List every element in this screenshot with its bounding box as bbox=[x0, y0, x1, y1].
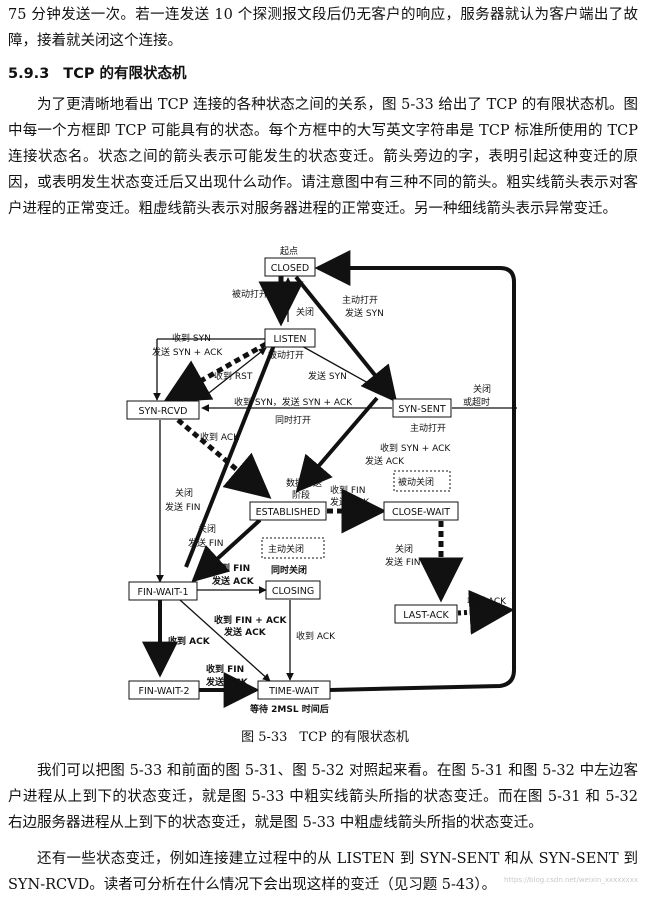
label-recv-ack-4: 收到 ACK bbox=[296, 630, 336, 642]
description-paragraph: 为了更清晰地看出 TCP 连接的各种状态之间的关系，图 5-33 给出了 TCP… bbox=[8, 97, 638, 217]
state-last-ack: LAST-ACK bbox=[403, 610, 449, 621]
section-heading: 5.9.3 TCP 的有限状态机 bbox=[8, 62, 187, 83]
label-send-fin-2: 发送 FIN bbox=[188, 537, 223, 549]
label-recv-fin-1: 收到 FIN bbox=[330, 484, 365, 496]
label-recv-ack-3: 收到 ACK bbox=[168, 635, 211, 647]
label-recv-fin-2: 收到 FIN bbox=[212, 562, 250, 574]
state-close-wait: CLOSE-WAIT bbox=[392, 507, 450, 518]
passive-close-frame bbox=[393, 470, 451, 492]
label-active-open: 主动打开 bbox=[342, 294, 378, 306]
label-send-ack-4: 发送 ACK bbox=[223, 626, 267, 638]
label-recv-ack-1: 收到 ACK bbox=[200, 431, 240, 443]
figure-caption-text: TCP 的有限状态机 bbox=[299, 730, 409, 745]
comparison-paragraph: 我们可以把图 5-33 和前面的图 5-31、图 5-32 对照起来看。在图 5… bbox=[8, 763, 638, 831]
state-established: ESTABLISHED bbox=[256, 507, 321, 518]
label-passive-open: 被动打开 bbox=[232, 288, 268, 300]
intro-paragraph: 75 分钟发送一次。若一连发送 10 个探测报文段后仍无客户的响应，服务器就认为… bbox=[8, 7, 638, 49]
state-fin-wait-2-box bbox=[128, 680, 200, 700]
label-close-listen: 关闭 bbox=[296, 306, 314, 318]
figure-caption: 图 5-33 TCP 的有限状态机 bbox=[0, 726, 650, 745]
state-established-box bbox=[249, 501, 327, 521]
label-recv-fin-3: 收到 FIN bbox=[206, 663, 244, 675]
label-wait-2msl: 等待 2MSL 时间后 bbox=[249, 703, 329, 715]
section-title: TCP 的有限状态机 bbox=[63, 66, 187, 82]
state-syn-rcvd: SYN-RCVD bbox=[139, 406, 188, 417]
state-close-wait-box bbox=[383, 501, 459, 521]
label-close-2: 关闭 bbox=[198, 523, 216, 535]
label-recv-rst: 收到 RST bbox=[214, 370, 253, 382]
label-close-timeout-2: 或超时 bbox=[463, 396, 490, 408]
label-recv-syn: 收到 SYN bbox=[172, 332, 211, 344]
state-syn-sent: SYN-SENT bbox=[398, 404, 446, 415]
label-recv-fin-ack: 收到 FIN + ACK bbox=[214, 614, 288, 626]
figure-number: 图 5-33 bbox=[241, 730, 288, 745]
label-recv-ack-2: 收到 ACK bbox=[467, 595, 507, 607]
label-active-open-2: 主动打开 bbox=[410, 422, 446, 434]
state-closing: CLOSING bbox=[272, 586, 314, 597]
label-simul-close: 同时关闭 bbox=[271, 564, 307, 576]
label-send-fin-1: 发送 FIN bbox=[165, 501, 200, 513]
label-data-transfer-1: 数据传送 bbox=[286, 477, 322, 489]
label-close-timeout-1: 关闭 bbox=[473, 383, 491, 395]
label-send-ack-3: 发送 ACK bbox=[211, 575, 255, 587]
label-send-ack-2: 发送 ACK bbox=[330, 496, 370, 508]
section-number: 5.9.3 bbox=[8, 66, 50, 82]
label-recv-syn-ack-1: 收到 SYN + ACK bbox=[380, 442, 451, 454]
state-closed: CLOSED bbox=[271, 263, 309, 274]
label-send-syn-ack: 发送 SYN + ACK bbox=[152, 346, 223, 358]
state-fin-wait-1-box bbox=[128, 581, 198, 601]
state-time-wait-box bbox=[257, 680, 331, 700]
state-listen: LISTEN bbox=[273, 334, 306, 345]
tcp-state-machine-diagram: CLOSED LISTEN SYN-RCVD SYN-SENT ESTABLIS… bbox=[126, 246, 517, 715]
label-send-syn-1: 发送 SYN bbox=[345, 307, 384, 319]
state-time-wait: TIME-WAIT bbox=[268, 686, 319, 697]
watermark: https://blog.csdn.net/weixin_xxxxxxxx bbox=[503, 876, 638, 884]
state-closing-box bbox=[265, 580, 321, 600]
label-send-ack-1: 发送 ACK bbox=[365, 455, 405, 467]
label-passive-close: 被动关闭 bbox=[398, 476, 434, 488]
state-syn-sent-box bbox=[392, 398, 452, 418]
label-send-ack-5: 发送 ACK bbox=[205, 676, 249, 688]
label-close-3: 关闭 bbox=[395, 543, 413, 555]
state-fin-wait-1: FIN-WAIT-1 bbox=[138, 587, 189, 598]
label-data-transfer-2: 阶段 bbox=[292, 489, 310, 501]
label-send-fin-3: 发送 FIN bbox=[385, 556, 420, 568]
state-fin-wait-2: FIN-WAIT-2 bbox=[139, 686, 190, 697]
state-syn-rcvd-box bbox=[126, 400, 200, 420]
state-closed-box bbox=[264, 257, 316, 277]
closing-paragraph: 还有一些状态变迁，例如连接建立过程中的从 LISTEN 到 SYN-SENT 和… bbox=[8, 851, 638, 893]
label-simul-recv: 收到 SYN，发送 SYN + ACK bbox=[234, 396, 353, 408]
active-close-frame bbox=[261, 537, 325, 559]
label-send-syn-2: 发送 SYN bbox=[308, 370, 347, 382]
state-listen-box bbox=[264, 328, 316, 348]
label-start: 起点 bbox=[280, 246, 298, 257]
label-simul-open: 同时打开 bbox=[275, 414, 311, 426]
label-close-1: 关闭 bbox=[175, 487, 193, 499]
state-last-ack-box bbox=[394, 604, 458, 624]
label-passive-open-2: 被动打开 bbox=[268, 349, 304, 361]
label-active-close: 主动关闭 bbox=[268, 543, 304, 555]
